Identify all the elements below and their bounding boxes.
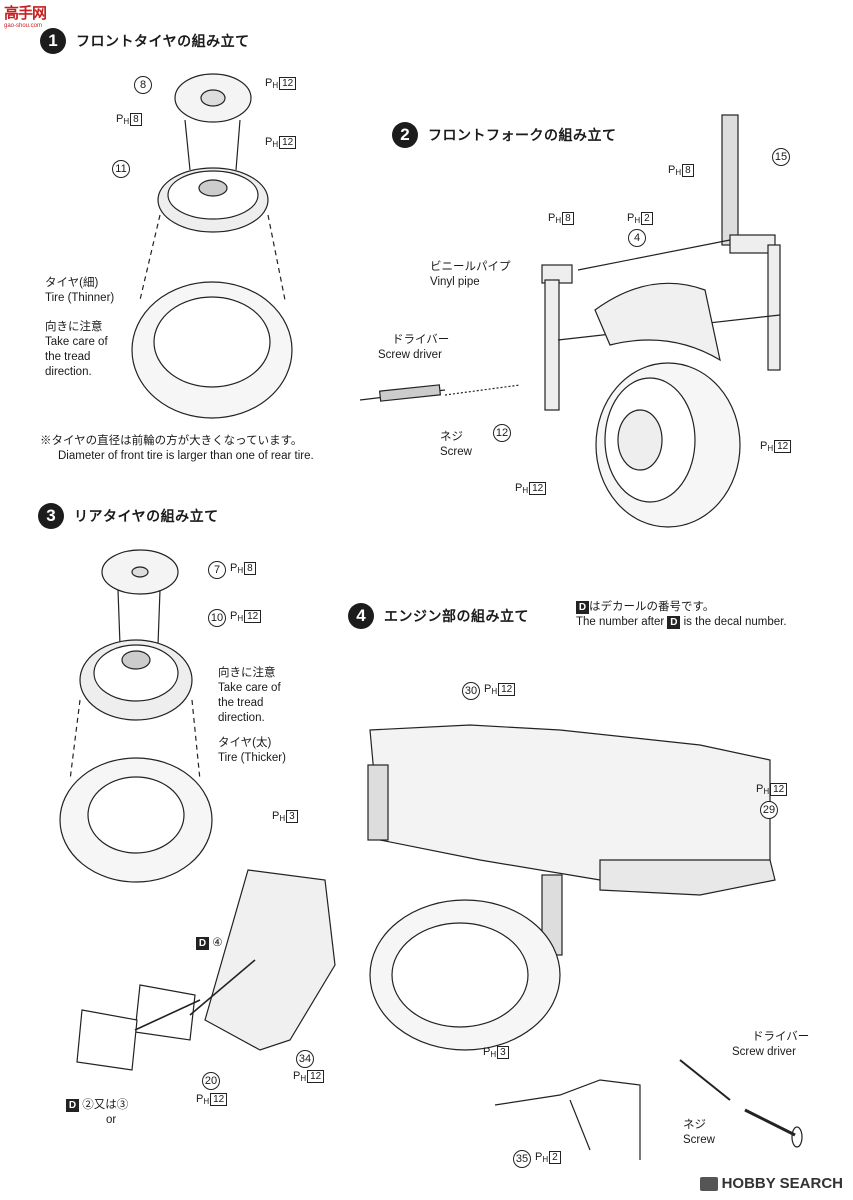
decal-4-label: D ④ <box>196 936 223 951</box>
step-number: 3 <box>38 503 64 529</box>
step-number: 1 <box>40 28 66 54</box>
part-10-label: 10 <box>208 609 226 627</box>
screw-note-front: ネジ Screw <box>440 431 472 458</box>
tire-thin-note: タイヤ(細) Tire (Thinner) <box>45 277 115 304</box>
step-title: リアタイヤの組み立て <box>74 509 219 525</box>
part-11-label: 11 <box>112 160 130 178</box>
tire-thick-note: タイヤ(太) Tire (Thicker) <box>218 737 286 764</box>
decal-2-or-3-label: D ②又は③ or <box>66 1098 128 1128</box>
step-title: フロントタイヤの組み立て <box>76 34 250 50</box>
step-number: 2 <box>392 122 418 148</box>
part-12-label: 12 <box>493 424 511 442</box>
step-1-header: 1 フロントタイヤの組み立て <box>40 28 250 54</box>
step-title: フロントフォークの組み立て <box>428 128 617 144</box>
tread-direction-note-front: 向きに注意 Take care of the tread direction. <box>45 321 108 378</box>
step-2-header: 2 フロントフォークの組み立て <box>392 122 617 148</box>
part-34-label: 34 <box>296 1050 314 1068</box>
part-29-label: 29 <box>760 801 778 819</box>
front-fender <box>594 282 721 362</box>
plate-20 <box>134 984 196 1041</box>
part-20-label: 20 <box>202 1072 220 1090</box>
engine-frame <box>369 724 771 881</box>
site-watermark-logo: 高手网 gao-shou.com <box>4 2 74 30</box>
part-30-label: 30 <box>462 682 480 700</box>
rear-shock-left <box>367 764 389 841</box>
part-15-label: 15 <box>772 148 790 166</box>
hobby-search-logo: HOBBY SEARCH <box>699 1175 843 1192</box>
hobby-search-icon <box>699 1176 718 1191</box>
step-number: 4 <box>348 603 374 629</box>
plate-decal <box>76 1009 138 1071</box>
step-3-header: 3 リアタイヤの組み立て <box>38 503 219 529</box>
part-8-label: 8 <box>134 76 152 94</box>
step-4-header: 4 エンジン部の組み立て <box>348 603 529 629</box>
diameter-note: ※タイヤの直径は前輪の方が大きくなっています。 Diameter of fron… <box>40 435 314 462</box>
step-title: エンジン部の組み立て <box>384 609 529 625</box>
vinyl-pipe-note: ビニールパイプ Vinyl pipe <box>430 261 511 288</box>
tread-direction-note-rear: 向きに注意 Take care of the tread direction. <box>218 667 281 724</box>
screw-note-rear: ネジ Screw <box>683 1119 715 1146</box>
watermark-brand: 高手网 <box>4 4 47 22</box>
screwdriver-note-front: ドライバー Screw driver <box>378 334 450 361</box>
part-7-label: 7 <box>208 561 226 579</box>
screwdriver-note-rear: ドライバー Screw driver <box>732 1031 810 1058</box>
fork-tube <box>721 114 739 246</box>
center-stand-35 <box>494 1079 641 1160</box>
rear-fender-34 <box>204 869 336 1051</box>
part-35-label: 35 <box>513 1150 531 1168</box>
part-4-label: 4 <box>628 229 646 247</box>
watermark-url: gao-shou.com <box>4 23 43 29</box>
